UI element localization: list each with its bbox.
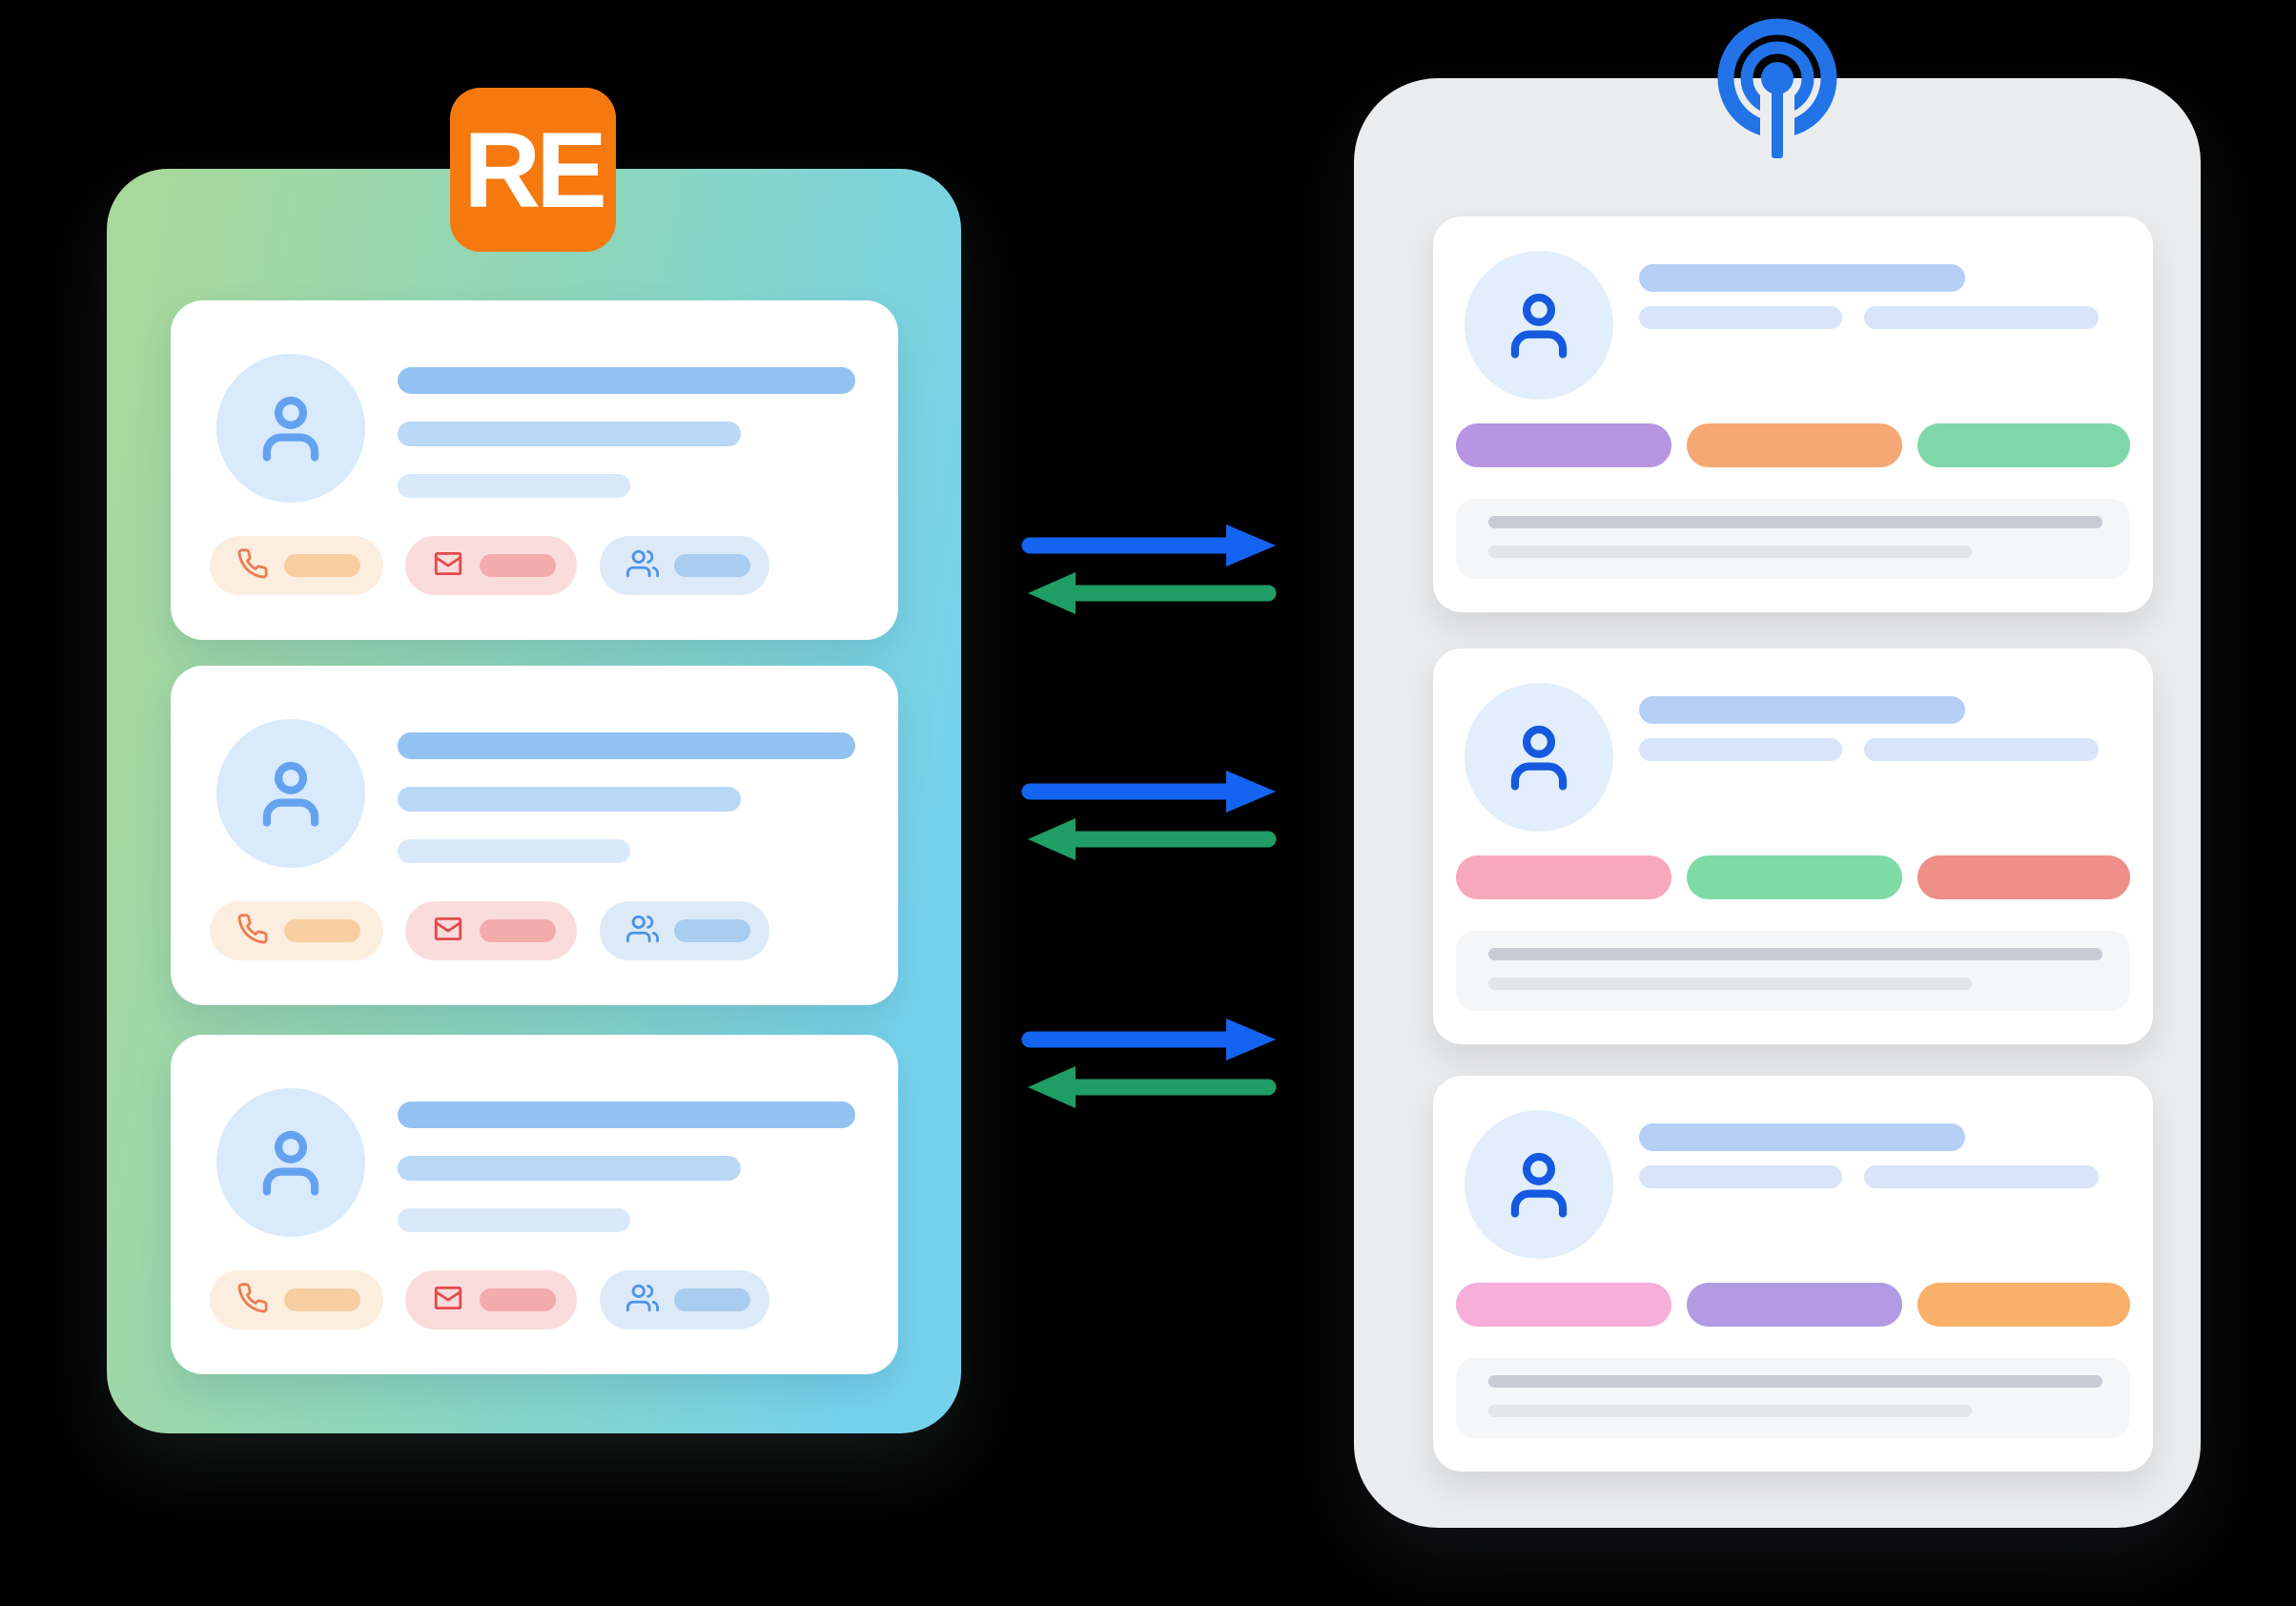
user-icon: [1498, 1143, 1580, 1225]
tag-pill: [1917, 1283, 2130, 1327]
avatar: [1465, 1110, 1613, 1259]
users-icon: [626, 913, 659, 950]
detail-placeholder-line: [1864, 306, 2099, 329]
contact-card: [171, 1035, 898, 1374]
user-icon: [250, 752, 332, 834]
detail-placeholder-line: [398, 422, 741, 446]
email-pill: [405, 1270, 577, 1329]
detail-placeholder-line: [398, 839, 630, 863]
detail-placeholder-line: [1639, 738, 1842, 761]
value-dash: [674, 554, 750, 577]
note-placeholder-line: [1488, 516, 2102, 528]
tag-pill: [1456, 855, 1671, 899]
profile-card: [1433, 1076, 2153, 1472]
name-placeholder-line: [1639, 696, 1965, 724]
value-dash: [284, 554, 360, 577]
source-panel: [107, 169, 961, 1433]
tag-pill: [1917, 423, 2130, 467]
avatar: [1465, 251, 1613, 400]
value-dash: [674, 1288, 750, 1311]
profile-card: [1433, 216, 2153, 612]
tag-pill: [1687, 855, 1902, 899]
group-pill: [600, 536, 769, 595]
destination-panel: [1354, 78, 2201, 1528]
value-dash: [674, 919, 750, 942]
detail-placeholder-line: [1639, 306, 1842, 329]
tag-pill: [1456, 1283, 1671, 1327]
user-icon: [250, 387, 332, 469]
sync-arrow-pair: [1018, 766, 1285, 871]
phone-icon: [236, 547, 269, 585]
users-icon: [626, 547, 659, 585]
value-dash: [284, 1288, 360, 1311]
arrow-right-icon: [1021, 771, 1276, 813]
name-placeholder-line: [398, 367, 855, 394]
detail-placeholder-line: [1864, 738, 2099, 761]
user-icon: [1498, 716, 1580, 798]
notes-box: [1456, 1358, 2130, 1438]
broadcast-icon: [1711, 11, 1844, 168]
value-dash: [480, 1288, 556, 1311]
phone-pill: [210, 536, 383, 595]
group-pill: [600, 1270, 769, 1329]
note-placeholder-line: [1488, 978, 1972, 990]
notes-box: [1456, 931, 2130, 1011]
email-pill: [405, 901, 577, 960]
tag-pill: [1456, 423, 1671, 467]
value-dash: [284, 919, 360, 942]
group-pill: [600, 901, 769, 960]
sync-arrow-pair: [1018, 520, 1285, 625]
arrow-left-icon: [1028, 818, 1277, 860]
value-dash: [480, 554, 556, 577]
profile-card: [1433, 649, 2153, 1044]
name-placeholder-line: [398, 1102, 855, 1128]
note-placeholder-line: [1488, 546, 1972, 558]
avatar: [216, 1088, 365, 1237]
re-badge-label: RE: [463, 110, 607, 230]
sync-arrow-pair: [1018, 1014, 1285, 1119]
tag-pill: [1687, 423, 1902, 467]
mail-icon: [432, 1282, 464, 1319]
name-placeholder-line: [1639, 1123, 1965, 1151]
arrow-right-icon: [1021, 525, 1276, 566]
mail-icon: [432, 913, 464, 950]
user-icon: [1498, 284, 1580, 366]
phone-icon: [236, 913, 269, 950]
name-placeholder-line: [398, 732, 855, 759]
phone-pill: [210, 901, 383, 960]
phone-pill: [210, 1270, 383, 1329]
detail-placeholder-line: [398, 1156, 741, 1181]
note-placeholder-line: [1488, 948, 2102, 960]
avatar: [1465, 683, 1613, 832]
users-icon: [626, 1282, 659, 1319]
email-pill: [405, 536, 577, 595]
tag-pill: [1917, 855, 2130, 899]
detail-placeholder-line: [398, 1208, 630, 1232]
note-placeholder-line: [1488, 1375, 2102, 1388]
tag-pill: [1687, 1283, 1902, 1327]
contact-card: [171, 300, 898, 640]
phone-icon: [236, 1282, 269, 1319]
user-icon: [250, 1122, 332, 1204]
re-app-badge: RE: [450, 88, 616, 252]
note-placeholder-line: [1488, 1405, 1972, 1417]
value-dash: [480, 919, 556, 942]
arrow-left-icon: [1028, 1066, 1277, 1108]
contact-card: [171, 666, 898, 1005]
detail-placeholder-line: [398, 474, 630, 498]
arrow-left-icon: [1028, 572, 1277, 614]
name-placeholder-line: [1639, 264, 1965, 292]
detail-placeholder-line: [398, 787, 741, 812]
detail-placeholder-line: [1639, 1165, 1842, 1188]
detail-placeholder-line: [1864, 1165, 2099, 1188]
avatar: [216, 354, 365, 503]
notes-box: [1456, 499, 2130, 579]
avatar: [216, 719, 365, 868]
arrow-right-icon: [1021, 1019, 1276, 1060]
mail-icon: [432, 547, 464, 585]
